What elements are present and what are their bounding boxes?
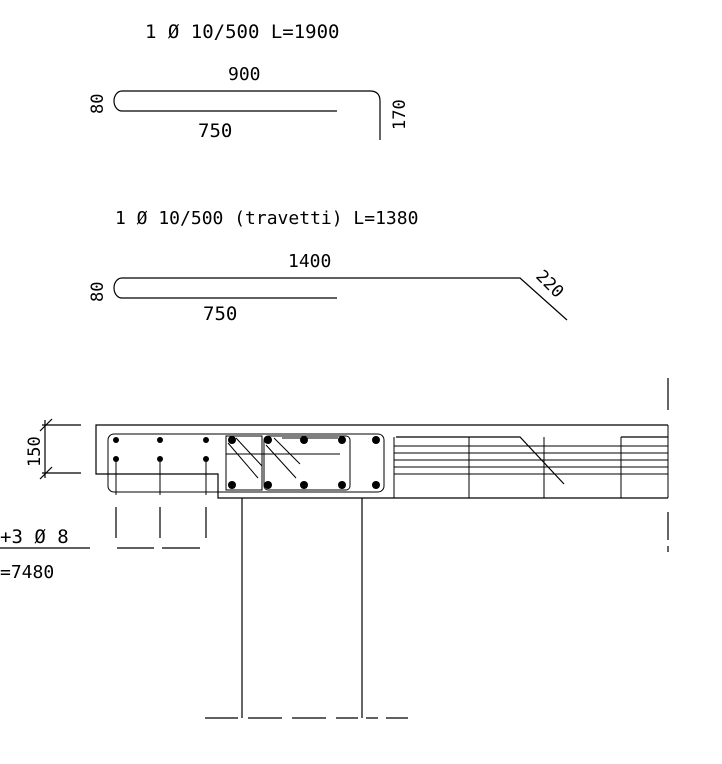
bar-2-detail: 1 Ø 10/500 (travetti) L=1380 1400 750 80… (88, 208, 568, 325)
bar-2-slope-label: 220 (531, 266, 567, 302)
slab-thickness-label: 150 (25, 436, 45, 467)
section-detail: 150 (0, 378, 669, 719)
rebar-dots (113, 436, 380, 489)
bar-2-shape (113, 277, 568, 321)
bar-2-bottom-length: 750 (203, 303, 237, 325)
bar-2-top-length: 1400 (288, 251, 331, 272)
bar-length-label: =7480 (0, 562, 54, 583)
bar-1-shape (113, 90, 381, 140)
bar-count-label: +3 Ø 8 (0, 526, 69, 548)
bar-1-leg-label: 170 (390, 99, 410, 130)
bar-1-title: 1 Ø 10/500 L=1900 (145, 21, 339, 43)
bar-1-top-length: 900 (228, 64, 261, 85)
bar-1-hook-label: 80 (88, 94, 108, 114)
slab-outline (95, 424, 668, 499)
bar-2-hook-label: 80 (88, 282, 108, 302)
bar-1-bottom-length: 750 (198, 120, 232, 142)
bar-2-title: 1 Ø 10/500 (travetti) L=1380 (115, 208, 418, 229)
bar-1-detail: 1 Ø 10/500 L=1900 900 750 80 170 (88, 21, 410, 142)
